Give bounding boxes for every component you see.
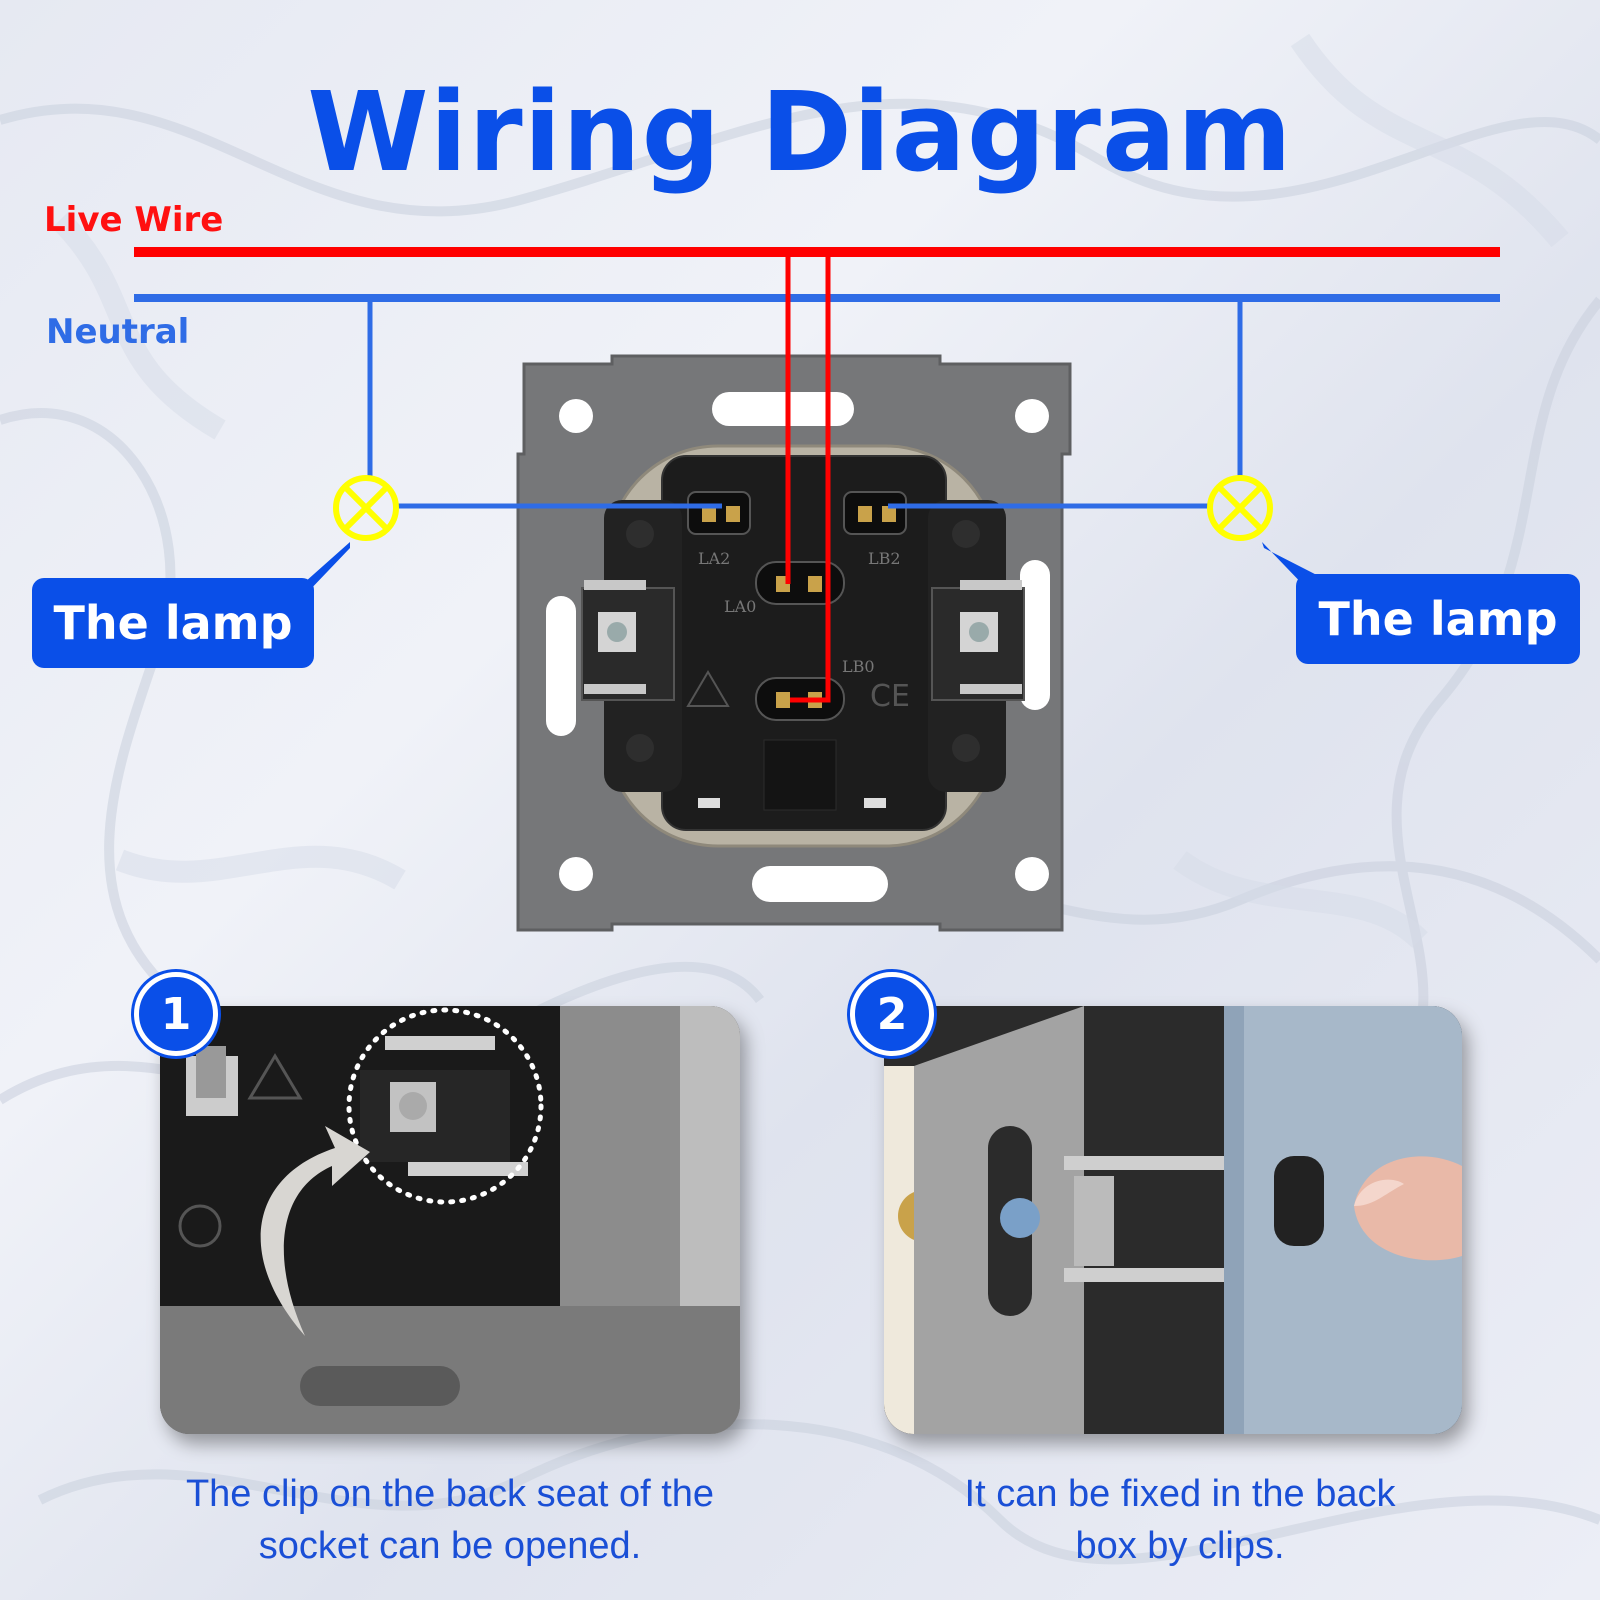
step2-caption: It can be fixed in the back box by clips… — [860, 1468, 1500, 1572]
terminal-la2 — [687, 491, 751, 535]
lamp-label-left: The lamp — [32, 578, 314, 668]
plate-hole — [559, 399, 593, 433]
terminal-la0 — [755, 561, 845, 605]
diagram-title: Wiring Diagram — [307, 68, 1293, 196]
step1-photo — [160, 1006, 740, 1434]
marking-lb0: LB0 — [842, 657, 875, 676]
ce-mark: CE — [870, 679, 910, 714]
plate-slot — [712, 392, 854, 426]
plate-hole — [559, 857, 593, 891]
side-clip-right — [931, 580, 1025, 701]
curved-arrow-icon — [260, 1126, 370, 1336]
step2-badge: 2 — [850, 972, 934, 1056]
plate-hole — [1015, 857, 1049, 891]
side-clip-left — [581, 580, 675, 701]
marking-la2: LA2 — [698, 549, 730, 568]
step1-caption-line1: The clip on the back seat of the — [185, 1473, 715, 1515]
live-drop-lb0 — [790, 252, 831, 703]
lamp-left-icon — [333, 475, 399, 541]
socket-insert: LA2 LB2 LA0 LB0 CE — [516, 354, 1072, 932]
step1-caption-line2: socket can be opened. — [258, 1525, 642, 1567]
plate-slot — [546, 596, 576, 736]
lamp-label-right: The lamp — [1296, 574, 1580, 664]
terminal-lb2 — [843, 491, 907, 535]
marking-lb2: LB2 — [868, 549, 901, 568]
step2-caption-line1: It can be fixed in the back — [964, 1473, 1396, 1515]
triangle-mark — [686, 670, 730, 707]
step2-photo — [884, 1006, 1462, 1434]
step1-caption: The clip on the back seat of the socket … — [130, 1468, 770, 1572]
live-wire-label: Live Wire — [44, 200, 224, 240]
plate-hole — [1015, 399, 1049, 433]
marking-la0: LA0 — [724, 597, 756, 616]
plate-slot — [1020, 560, 1050, 710]
neutral-label: Neutral — [46, 312, 190, 352]
step2-caption-line2: box by clips. — [1075, 1525, 1285, 1567]
step1-badge: 1 — [134, 972, 218, 1056]
plate-slot — [752, 866, 888, 902]
lamp-right-icon — [1207, 475, 1273, 541]
